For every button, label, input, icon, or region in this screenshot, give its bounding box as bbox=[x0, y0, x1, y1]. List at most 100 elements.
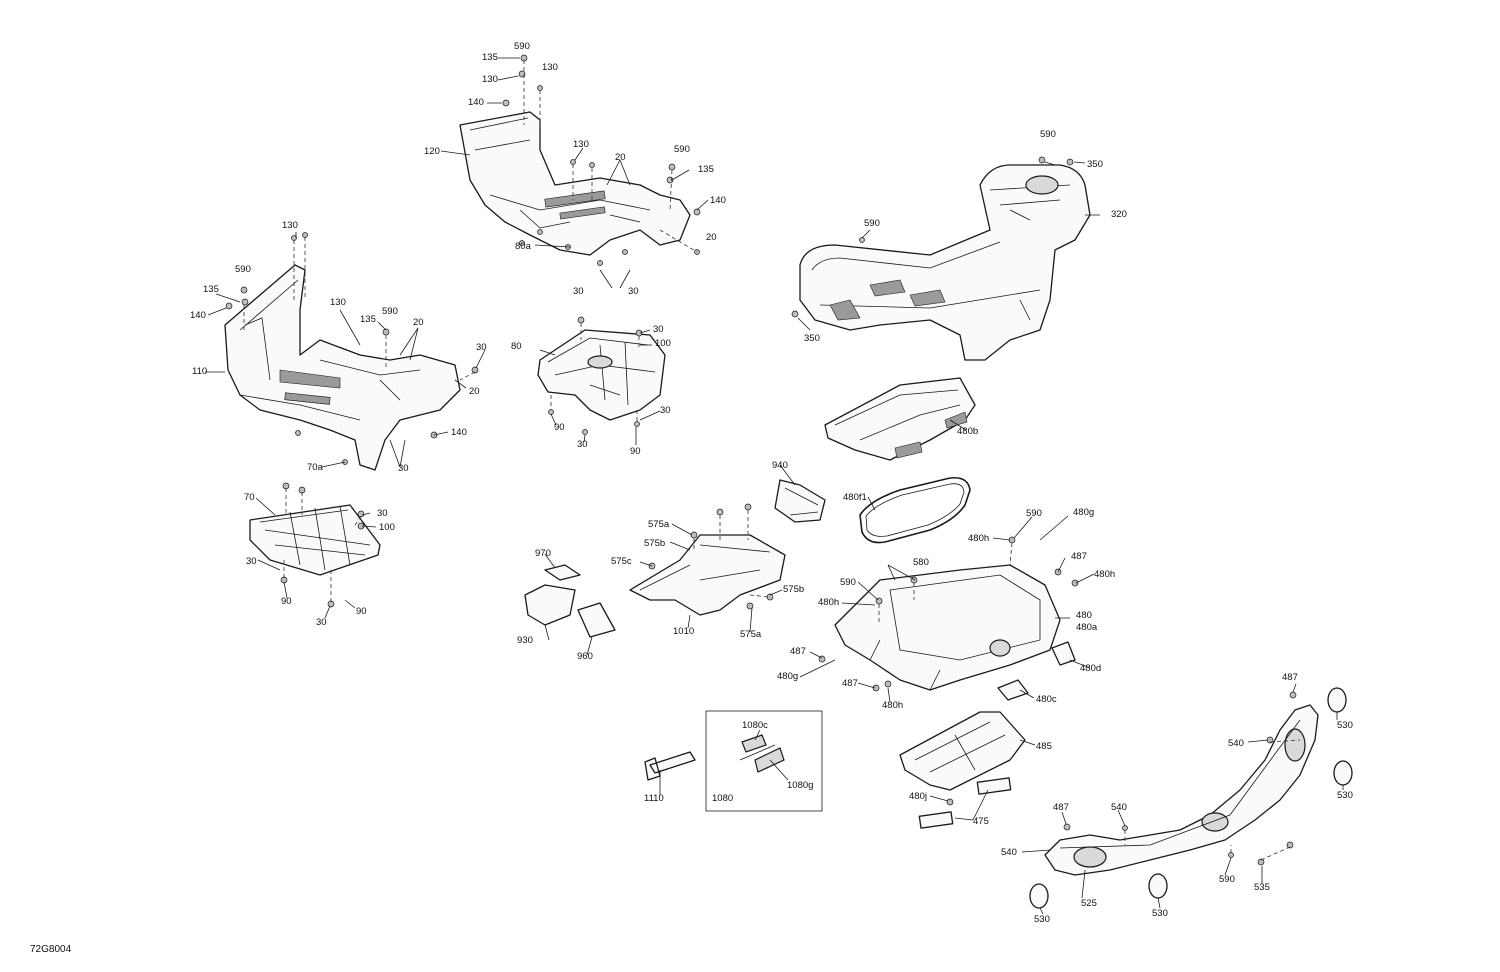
callout-label: 135 bbox=[482, 52, 498, 63]
callout-label: 90 bbox=[356, 606, 367, 617]
callout-label: 30 bbox=[660, 405, 671, 416]
callout-label: 940 bbox=[772, 460, 788, 471]
callout-label: 130 bbox=[542, 62, 558, 73]
callout-label: 480f1 bbox=[843, 492, 867, 503]
footrest-70 bbox=[249, 504, 381, 576]
callout-label: 110 bbox=[192, 366, 207, 377]
callout-label: 90 bbox=[281, 596, 292, 607]
bracket-80 bbox=[537, 329, 666, 421]
callout-label: 480 bbox=[1076, 610, 1092, 621]
callout-label: 480h bbox=[818, 597, 839, 608]
callout-label: 30 bbox=[628, 286, 639, 297]
callout-label: 590 bbox=[1026, 508, 1042, 519]
reflector-530-d bbox=[1148, 873, 1168, 899]
leader-lines bbox=[205, 57, 1344, 915]
callout-label: 30 bbox=[653, 324, 664, 335]
callout-label: 130 bbox=[573, 139, 589, 150]
front-rack-320 bbox=[799, 164, 1091, 361]
callout-label: 20 bbox=[615, 152, 626, 163]
callout-label: 590 bbox=[674, 144, 690, 155]
bracket-940 bbox=[774, 479, 826, 523]
callout-label: 487 bbox=[1282, 672, 1298, 683]
callout-label: 135 bbox=[203, 284, 219, 295]
reflector-530-b bbox=[1333, 760, 1353, 786]
callout-label: 350 bbox=[1087, 159, 1103, 170]
callout-label: 480c bbox=[1036, 694, 1057, 705]
callout-label: 590 bbox=[864, 218, 880, 229]
callout-label: 540 bbox=[1111, 802, 1127, 813]
callout-label: 130 bbox=[282, 220, 298, 231]
callout-label: 487 bbox=[790, 646, 806, 657]
pad-960 bbox=[577, 602, 616, 638]
callout-label: 575b bbox=[644, 538, 665, 549]
callout-label: 480g bbox=[777, 671, 798, 682]
callout-label: 530 bbox=[1034, 914, 1050, 925]
cover-480c bbox=[997, 679, 1029, 701]
callout-label: 140 bbox=[710, 195, 726, 206]
callout-label: 30 bbox=[246, 556, 257, 567]
callout-label: 1080g bbox=[787, 780, 813, 791]
callout-label: 320 bbox=[1111, 209, 1127, 220]
callout-label: 475 bbox=[973, 816, 989, 827]
pad-475-b bbox=[918, 811, 954, 829]
callout-label: 970 bbox=[535, 548, 551, 559]
callout-label: 80a bbox=[515, 241, 532, 252]
callout-label: 80 bbox=[511, 341, 522, 352]
callout-label: 1080c bbox=[742, 720, 768, 731]
toolkit-parts-1080 bbox=[739, 734, 785, 773]
rear-fender-120 bbox=[459, 111, 691, 256]
callout-label: 480d bbox=[1080, 663, 1101, 674]
callout-label: 960 bbox=[577, 651, 593, 662]
callout-label: 100 bbox=[655, 338, 671, 349]
callout-label: 135 bbox=[698, 164, 714, 175]
callout-label: 590 bbox=[235, 264, 251, 275]
storage-lid-480b bbox=[824, 377, 976, 461]
callout-label: 20 bbox=[413, 317, 424, 328]
callout-label: 1110 bbox=[644, 793, 664, 804]
reflector-530-c bbox=[1029, 883, 1049, 909]
callout-label: 20 bbox=[706, 232, 717, 243]
callout-label: 535 bbox=[1254, 882, 1270, 893]
callout-label: 30 bbox=[476, 342, 487, 353]
callout-label: 90 bbox=[554, 422, 565, 433]
bumper-525 bbox=[1044, 704, 1319, 876]
callout-label: 90 bbox=[630, 446, 641, 457]
callout-label: 30 bbox=[398, 463, 409, 474]
callout-label: 1080 bbox=[712, 793, 733, 804]
callout-label: 540 bbox=[1228, 738, 1244, 749]
cover-480d bbox=[1051, 641, 1076, 666]
front-fender-110 bbox=[224, 264, 461, 471]
bracket-930 bbox=[524, 584, 576, 626]
callout-label: 120 bbox=[424, 146, 440, 157]
callout-label: 20 bbox=[469, 386, 480, 397]
reflector-530-a bbox=[1327, 687, 1347, 713]
callout-label: 590 bbox=[840, 577, 856, 588]
callout-label: 530 bbox=[1337, 720, 1353, 731]
callout-label: 590 bbox=[1040, 129, 1056, 140]
callout-label: 1010 bbox=[673, 626, 694, 637]
pad-475-a bbox=[976, 777, 1012, 795]
callout-label: 135 bbox=[360, 314, 376, 325]
callout-label: 480a bbox=[1076, 622, 1098, 633]
callout-label: 30 bbox=[573, 286, 584, 297]
callout-label: 480b bbox=[957, 426, 978, 437]
plate-970 bbox=[544, 564, 581, 581]
callout-label: 100 bbox=[379, 522, 395, 533]
fasteners bbox=[225, 54, 1297, 866]
callout-label: 480j bbox=[909, 791, 927, 802]
callout-label: 480h bbox=[1094, 569, 1115, 580]
callout-label: 575a bbox=[648, 519, 670, 530]
callout-labels: 135 590 130 130 140 120 130 20 590 135 1… bbox=[190, 41, 1353, 925]
callout-label: 70 bbox=[244, 492, 255, 503]
callout-label: 30 bbox=[316, 617, 327, 628]
callout-label: 350 bbox=[804, 333, 820, 344]
callout-label: 530 bbox=[1152, 908, 1168, 919]
callout-label: 487 bbox=[1071, 551, 1087, 562]
callout-label: 140 bbox=[190, 310, 206, 321]
callout-label: 575b bbox=[783, 584, 804, 595]
callout-label: 540 bbox=[1001, 847, 1017, 858]
callout-label: 130 bbox=[330, 297, 346, 308]
seal-480f1 bbox=[859, 476, 971, 544]
callout-label: 480h bbox=[882, 700, 903, 711]
